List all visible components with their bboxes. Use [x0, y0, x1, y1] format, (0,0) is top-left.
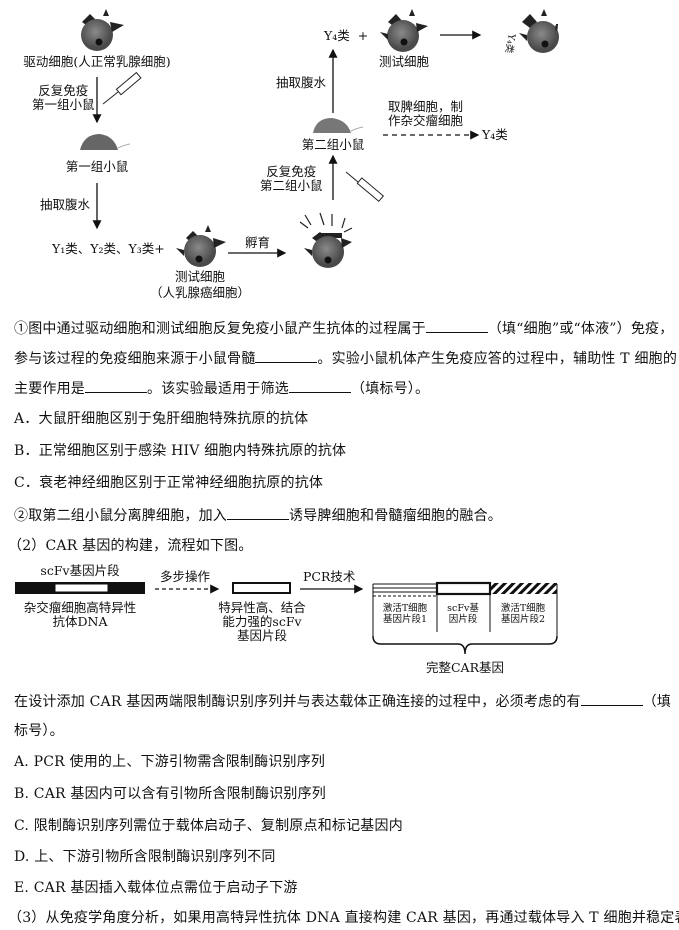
incubate-label: 孵育 — [245, 235, 271, 250]
test-cell-label: 测试细胞 — [174, 269, 226, 284]
answer-blank[interactable] — [85, 378, 147, 393]
test-cell-icon — [176, 225, 226, 267]
spleen-step-label: 取脾细胞，制作杂交瘤细胞 — [388, 100, 463, 128]
line: 激活T细胞 — [500, 603, 546, 614]
scfv-segment — [54, 583, 109, 593]
extract-ascites-label-1: 抽取腹水 — [40, 197, 91, 212]
question-car-line-1: 在设计添加 CAR 基因两端限制酶识别序列并与表达载体正确连接的过程中，必须考虑… — [14, 691, 671, 711]
text: （填“细胞”或“体液”）免疫， — [487, 321, 674, 337]
complete-car-label: 完整CAR基因 — [425, 660, 505, 675]
question-car-line-2: 标号）。 — [14, 723, 64, 739]
multi-step-label: 多步操作 — [160, 569, 211, 584]
group-line: 第二组小鼠 — [260, 178, 323, 193]
option-b: B．正常细胞区别于感染 HIV 细胞内特殊抗原的抗体 — [14, 443, 347, 459]
text: 。该实验最适用于筛选 — [147, 381, 289, 397]
line: 基因片段 — [236, 628, 288, 643]
mouse-icon-group2 — [313, 118, 364, 133]
option-a: A. PCR 使用的上、下游引物需含限制酶识别序列 — [14, 754, 326, 770]
antibodies-y123-label: Y₁类、Y₂类、Y₃类+ — [52, 241, 165, 256]
answer-blank[interactable] — [255, 348, 318, 363]
question-1-line-1: ①图中通过驱动细胞和测试细胞反复免疫小鼠产生抗体的过程属于 （填“细胞”或“体液”… — [14, 318, 673, 338]
text: 主要作用是 — [14, 381, 85, 397]
answer-blank[interactable] — [580, 691, 643, 706]
test-cell-top-icon — [380, 9, 428, 52]
scfv-fragment-box — [232, 582, 291, 594]
line: 因片段 — [448, 614, 478, 625]
text: 参与该过程的免疫细胞来源于小鼠骨髓 — [14, 351, 256, 367]
immunize-line: 反复免疫 — [266, 164, 317, 179]
line: 激活T细胞 — [382, 603, 428, 614]
result-cell-icon — [519, 9, 559, 53]
line: scFv基 — [447, 603, 479, 614]
option-c: C. 限制酶识别序列需位于载体启动子、复制原点和标记基因内 — [14, 818, 403, 834]
car-gene-structure — [372, 581, 558, 655]
immunize-line: 反复免疫 — [38, 83, 89, 98]
seg2-label: 激活T细胞基因片段2 — [501, 603, 545, 625]
driver-cell-label: 驱动细胞(人正常乳腺细胞) — [23, 54, 171, 69]
immunize-group1-label: 反复免疫第一组小鼠 — [32, 84, 95, 112]
question-1-line-3: 主要作用是 。该实验最适用于筛选 （填标号）。 — [14, 378, 429, 398]
bound-cell-icon — [299, 212, 353, 268]
syringe-icon-1 — [102, 71, 142, 105]
text: 。实验小鼠机体产生免疫应答的过程中，辅助性 T 细胞的 — [317, 351, 678, 367]
group1-mouse-label: 第一组小鼠 — [65, 159, 129, 174]
option-b: B. CAR 基因内可以含有引物所含限制酶识别序列 — [14, 786, 327, 802]
group-line: 第一组小鼠 — [32, 97, 95, 112]
option-c: C．衰老神经细胞区别于正常神经细胞抗原的抗体 — [14, 475, 324, 491]
answer-blank[interactable] — [227, 505, 289, 520]
answer-blank[interactable] — [289, 378, 351, 393]
syringe-icon-2 — [345, 171, 385, 203]
answer-blank[interactable] — [425, 318, 488, 333]
option-a: A．大鼠肝细胞区别于兔肝细胞特殊抗原的抗体 — [14, 411, 309, 427]
seg-scfv-label: scFv基因片段 — [447, 603, 479, 625]
group2-mouse-label: 第二组小鼠 — [301, 137, 365, 152]
immunize-group2-label: 反复免疫第二组小鼠 — [260, 165, 323, 193]
test-cell-top-label: 测试细胞 — [378, 54, 430, 69]
line: 能力强的scFv — [222, 614, 302, 629]
line: 基因片段2 — [500, 614, 546, 625]
text: 在设计添加 CAR 基因两端限制酶识别序列并与表达载体正确连接的过程中，必须考虑… — [14, 694, 581, 710]
hybridoma-dna-label: 杂交瘤细胞高特异性抗体DNA — [24, 601, 137, 629]
text: （填标号）。 — [351, 381, 430, 397]
option-e: E. CAR 基因插入载体位点需位于启动子下游 — [14, 880, 298, 896]
pcr-label: PCR技术 — [303, 569, 356, 584]
seg1-label: 激活T细胞基因片段1 — [383, 603, 427, 625]
text: （填 — [642, 694, 672, 710]
line: 抗体DNA — [52, 614, 108, 629]
extract-ascites-label-2: 抽取腹水 — [276, 75, 327, 90]
hybridoma-line: 作杂交瘤细胞 — [388, 113, 464, 128]
question-1-line-2: 参与该过程的免疫细胞来源于小鼠骨髓 。实验小鼠机体产生免疫应答的过程中，辅助性 T… — [14, 348, 677, 368]
section-2-title: （2）CAR 基因的构建，流程如下图。 — [8, 538, 253, 554]
line: 基因片段1 — [382, 614, 428, 625]
scfv-fragment-label: scFv基因片段 — [40, 563, 120, 578]
mouse-icon-group1 — [80, 134, 131, 150]
y4-plus-label: Y₄类 + — [324, 28, 369, 43]
line: 杂交瘤细胞高特异性 — [23, 600, 137, 615]
text: ①图中通过驱动细胞和测试细胞反复免疫小鼠产生抗体的过程属于 — [14, 321, 426, 337]
spleen-line: 取脾细胞，制 — [388, 99, 464, 114]
text: 诱导脾细胞和骨髓瘤细胞的融合。 — [289, 508, 502, 524]
test-cell-desc: （人乳腺癌细胞） — [149, 285, 251, 300]
driver-cell-icon — [81, 9, 124, 51]
text: ②取第二组小鼠分离脾细胞，加入 — [14, 508, 227, 524]
section-3: （3）从免疫学角度分析，如果用高特异性抗体 DNA 直接构建 CAR 基因，再通… — [8, 910, 679, 926]
option-d: D. 上、下游引物所含限制酶识别序列不同 — [14, 849, 276, 865]
line: 特异性高、结合 — [218, 600, 306, 615]
y4-result-label: Y₄类 — [482, 127, 508, 142]
question-2: ②取第二组小鼠分离脾细胞，加入 诱导脾细胞和骨髓瘤细胞的融合。 — [14, 505, 502, 525]
